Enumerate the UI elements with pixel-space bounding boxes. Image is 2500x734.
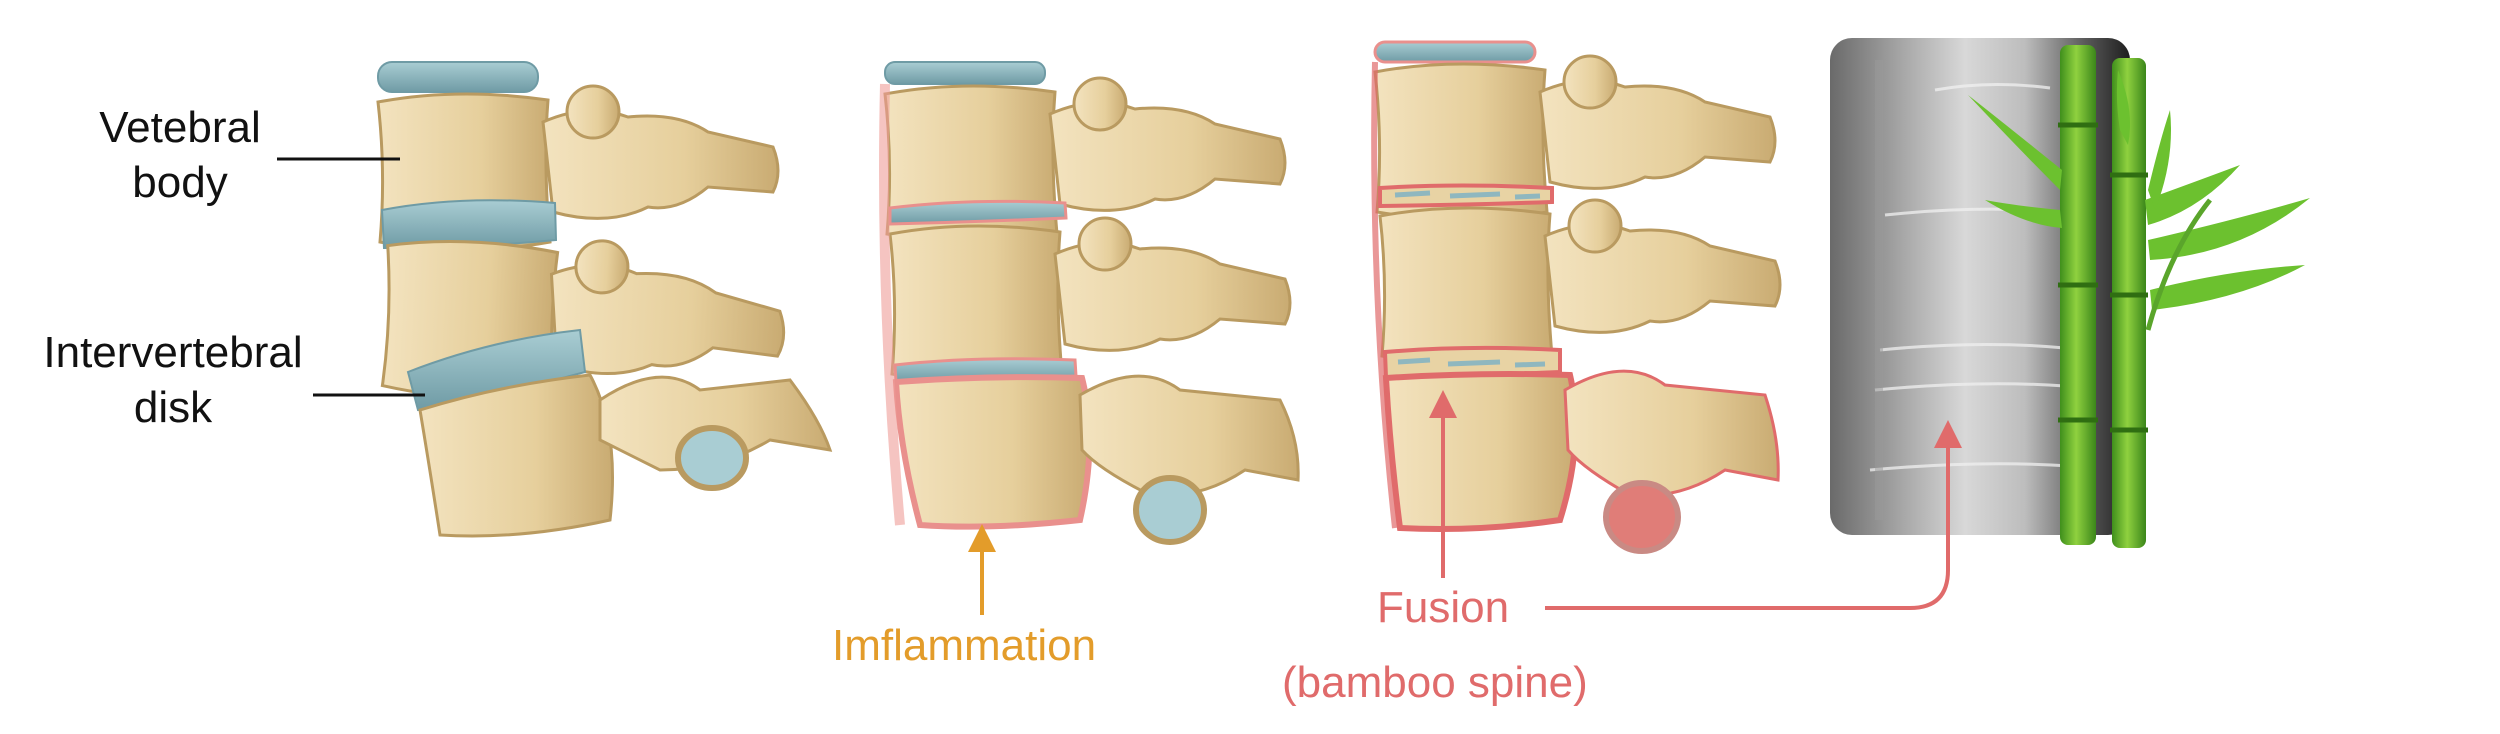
vertebral-body-label-line2: body [132,158,228,207]
intervertebral-disk-label-line1: Intervertebral [43,328,303,377]
fusion-label: Fusion [1377,583,1510,632]
intervertebral-disk-label-line2: disk [133,383,213,432]
inflammation-arrowhead [968,524,996,552]
bamboo-illustration [1968,45,2310,548]
inflammation-label: Imflammation [832,621,1097,670]
xray-image [1830,38,2130,535]
fusion-to-xray-connector [1545,440,1950,610]
connector-arrowhead [1934,420,1962,448]
vertebral-body-label: Vetebral body [75,100,285,210]
bamboo-spine-label: (bamboo spine) [1282,658,1588,707]
intervertebral-disk-label: Intervertebral disk [28,325,318,435]
fused-spine-illustration [1371,40,1782,578]
fusion-arrowhead [1429,390,1457,418]
inflamed-spine-illustration [879,61,1300,615]
vertebral-body-label-line1: Vetebral [99,103,261,152]
normal-spine-illustration [277,61,833,538]
